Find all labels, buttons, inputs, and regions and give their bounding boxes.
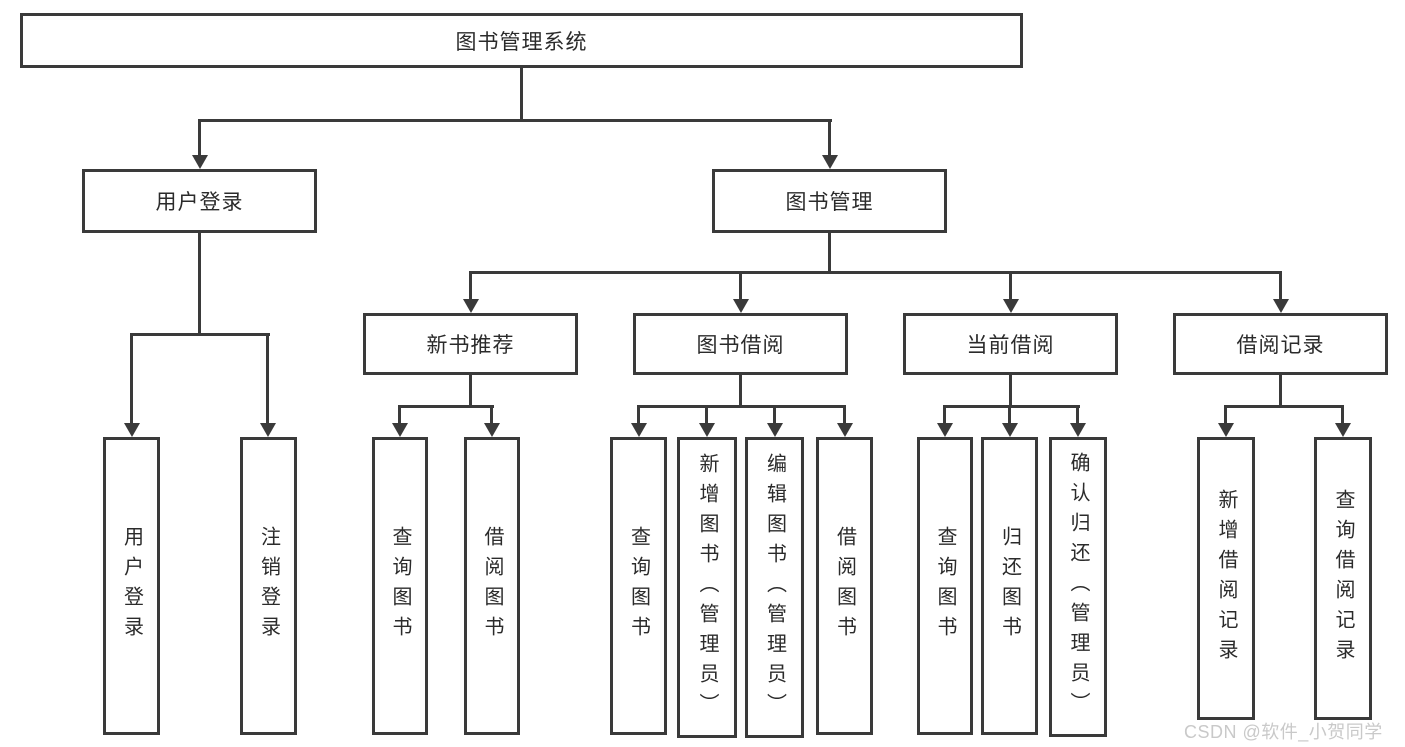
- connector-line: [469, 271, 472, 302]
- arrow-down-icon: [1335, 423, 1351, 437]
- arrow-down-icon: [733, 299, 749, 313]
- leaf-edit-books-admin: 编辑图书（管理员）: [745, 437, 804, 738]
- leaf-label: 查询借阅记录: [1332, 488, 1354, 669]
- connector-line: [1076, 405, 1079, 426]
- connector-line: [739, 373, 742, 408]
- leaf-return-books: 归还图书: [981, 437, 1038, 735]
- connector-line: [943, 405, 946, 426]
- leaf-confirm-return-admin: 确认归还（管理员）: [1049, 437, 1107, 737]
- arrow-down-icon: [124, 423, 140, 437]
- arrow-down-icon: [1218, 423, 1234, 437]
- leaf-logout: 注销登录: [240, 437, 297, 735]
- leaf-label: 新增借阅记录: [1215, 488, 1237, 669]
- leaf-label: 借阅图书: [833, 526, 856, 646]
- connector-line: [490, 405, 493, 426]
- leaf-query-books-current: 查询图书: [917, 437, 973, 735]
- connector-line: [266, 333, 269, 425]
- node-root: 图书管理系统: [20, 13, 1023, 68]
- arrow-down-icon: [699, 423, 715, 437]
- connector-line: [705, 405, 708, 426]
- arrow-down-icon: [463, 299, 479, 313]
- node-current-borrow: 当前借阅: [903, 313, 1118, 375]
- leaf-label: 用户登录: [120, 526, 143, 646]
- leaf-query-borrow-record: 查询借阅记录: [1314, 437, 1372, 720]
- arrow-down-icon: [392, 423, 408, 437]
- node-book-management: 图书管理: [712, 169, 947, 233]
- leaf-query-books-borrow: 查询图书: [610, 437, 667, 735]
- connector-line: [1008, 405, 1011, 426]
- connector-line: [130, 333, 270, 336]
- leaf-label: 查询图书: [934, 526, 956, 646]
- node-user-login: 用户登录: [82, 169, 317, 233]
- connector-line: [637, 405, 846, 408]
- leaf-label: 注销登录: [257, 526, 280, 646]
- arrow-down-icon: [192, 155, 208, 169]
- arrow-down-icon: [767, 423, 783, 437]
- connector-line: [943, 405, 1080, 408]
- connector-line: [398, 405, 401, 426]
- arrow-down-icon: [837, 423, 853, 437]
- arrow-down-icon: [1273, 299, 1289, 313]
- arrow-down-icon: [260, 423, 276, 437]
- connector-line: [828, 231, 831, 274]
- connector-line: [773, 405, 776, 426]
- csdn-watermark: CSDN @软件_小贺同学: [1184, 722, 1383, 742]
- leaf-borrow-books: 借阅图书: [816, 437, 873, 735]
- leaf-add-books-admin: 新增图书（管理员）: [677, 437, 737, 738]
- node-borrow-records: 借阅记录: [1173, 313, 1388, 375]
- arrow-down-icon: [484, 423, 500, 437]
- connector-line: [520, 66, 523, 122]
- connector-line: [198, 119, 201, 157]
- arrow-down-icon: [1002, 423, 1018, 437]
- connector-line: [1341, 405, 1344, 426]
- leaf-label: 借阅图书: [481, 526, 503, 646]
- leaf-label: 归还图书: [998, 526, 1021, 646]
- leaf-label: 编辑图书（管理员）: [763, 452, 786, 723]
- connector-line: [828, 119, 831, 157]
- connector-line: [1279, 271, 1282, 302]
- leaf-add-borrow-record: 新增借阅记录: [1197, 437, 1255, 720]
- arrow-down-icon: [822, 155, 838, 169]
- node-new-book-recommend: 新书推荐: [363, 313, 578, 375]
- connector-line: [198, 231, 201, 336]
- arrow-down-icon: [1003, 299, 1019, 313]
- connector-line: [739, 271, 742, 302]
- connector-line: [1009, 271, 1012, 302]
- leaf-label: 查询图书: [389, 526, 411, 646]
- leaf-label: 查询图书: [627, 526, 650, 646]
- connector-line: [398, 405, 494, 408]
- leaf-label: 确认归还（管理员）: [1067, 452, 1089, 722]
- leaf-label: 新增图书（管理员）: [696, 452, 718, 723]
- arrow-down-icon: [1070, 423, 1086, 437]
- arrow-down-icon: [631, 423, 647, 437]
- leaf-query-books-recommend: 查询图书: [372, 437, 428, 735]
- arrow-down-icon: [937, 423, 953, 437]
- connector-line: [843, 405, 846, 426]
- connector-line: [130, 333, 133, 425]
- connector-line: [469, 373, 472, 408]
- connector-line: [1224, 405, 1227, 426]
- connector-line: [1009, 373, 1012, 408]
- connector-line: [637, 405, 640, 426]
- connector-line: [1279, 373, 1282, 408]
- leaf-borrow-books-recommend: 借阅图书: [464, 437, 520, 735]
- connector-line: [469, 271, 1282, 274]
- connector-line: [198, 119, 832, 122]
- connector-line: [1224, 405, 1344, 408]
- node-book-borrow: 图书借阅: [633, 313, 848, 375]
- leaf-user-login: 用户登录: [103, 437, 160, 735]
